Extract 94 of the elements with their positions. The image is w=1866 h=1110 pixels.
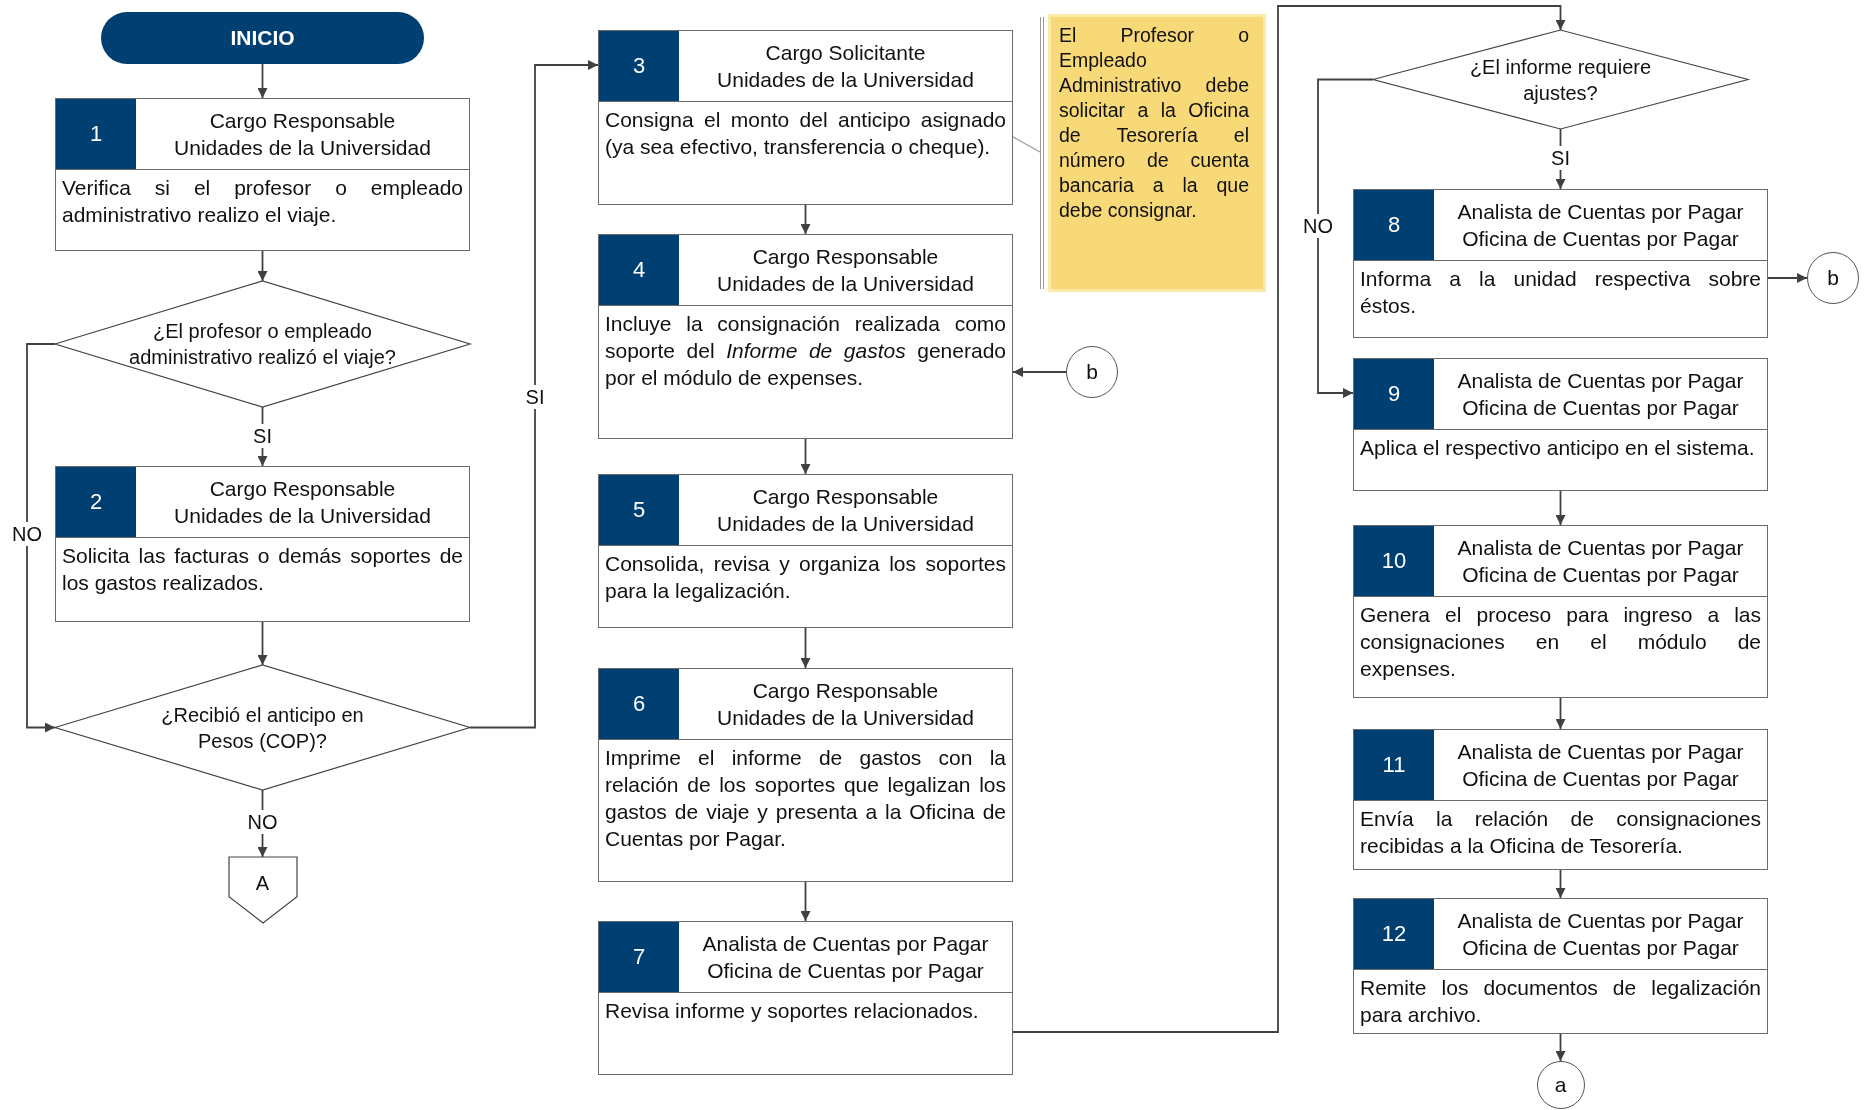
edge-label: SI	[1549, 146, 1572, 170]
process-box	[1353, 525, 1768, 698]
step-description: Imprime el informe de gastos con la relación de los soportes que legalizan los gastos de viaje y presenta a la Oficina de Cuentas por Pagar.	[604, 745, 1007, 852]
role-heading: Oficina de Cuentas por Pagar	[1462, 395, 1739, 421]
arrow	[257, 250, 268, 282]
role-heading: Unidades de la Universidad	[717, 705, 974, 731]
role-heading: Cargo Solicitante	[765, 40, 926, 66]
step-description: Consolida, revisa y organiza los soportes para la legalización.	[604, 551, 1007, 604]
role-heading: Analista de Cuentas por Pagar	[1457, 368, 1744, 394]
process-box	[598, 668, 1013, 882]
step-number: 6	[599, 669, 679, 739]
connector-circle: a	[1536, 1061, 1585, 1109]
step-description: Envía la relación de consignaciones recibidas a la Oficina de Tesorería.	[1359, 806, 1762, 859]
arrow	[1012, 5, 1566, 1033]
role-heading: Cargo Responsable	[209, 476, 396, 502]
step-description: Consigna el monto del anticipo asignado (ya sea efectivo, transferencia o cheque).	[604, 107, 1007, 160]
step-description: Informa a la unidad respectiva sobre éstos.	[1359, 266, 1762, 319]
step-description: Revisa informe y soportes relacionados.	[604, 998, 980, 1024]
arrow	[1555, 490, 1566, 526]
arrow	[1555, 869, 1566, 899]
step-number: 1	[56, 99, 136, 169]
step-number: 9	[1354, 359, 1434, 429]
role-heading: Oficina de Cuentas por Pagar	[1462, 935, 1739, 961]
role-heading: Oficina de Cuentas por Pagar	[1462, 562, 1739, 588]
step-description: Incluye la consignación realizada como soporte del Informe de gastos generado por el módulo de expenses.	[604, 311, 1007, 391]
role-heading: Unidades de la Universidad	[174, 135, 431, 161]
process-box	[598, 30, 1013, 205]
process-box	[1353, 358, 1768, 491]
process-box	[55, 98, 470, 251]
leader-line	[1012, 136, 1041, 153]
arrow	[800, 204, 811, 235]
role-heading: Cargo Responsable	[752, 678, 939, 704]
arrow	[1012, 367, 1067, 377]
decision-diamond	[55, 665, 470, 790]
note-text: El Profesor o Empleado Administrativo debe solicitar a la Oficina de Tesorería el número de cuenta bancaria a la que debe consignar.	[1051, 17, 1263, 289]
edge-label: NO	[10, 522, 44, 546]
role-heading: Oficina de Cuentas por Pagar	[1462, 766, 1739, 792]
process-box	[598, 234, 1013, 439]
decision-diamond	[55, 281, 470, 407]
role-heading: Unidades de la Universidad	[174, 503, 431, 529]
decision-text: ¿El informe requiere ajustes?	[1468, 54, 1653, 106]
role-heading: Analista de Cuentas por Pagar	[1457, 199, 1744, 225]
start-terminal: INICIO	[101, 12, 424, 64]
arrow	[469, 60, 599, 729]
step-number: 7	[599, 922, 679, 992]
step-number: 8	[1354, 190, 1434, 260]
role-heading: Analista de Cuentas por Pagar	[1457, 535, 1744, 561]
arrow	[257, 63, 268, 99]
step-number: 12	[1354, 899, 1434, 969]
step-number: 3	[599, 31, 679, 101]
arrow	[1767, 273, 1808, 283]
process-box	[1353, 729, 1768, 870]
step-description: Genera el proceso para ingreso a las consignaciones en el módulo de expenses.	[1359, 602, 1762, 682]
step-description: Solicita las facturas o demás soportes de los gastos realizados.	[61, 543, 464, 596]
role-heading: Cargo Responsable	[752, 244, 939, 270]
role-heading: Analista de Cuentas por Pagar	[702, 931, 989, 957]
role-heading: Cargo Responsable	[209, 108, 396, 134]
role-heading: Unidades de la Universidad	[717, 271, 974, 297]
arrow	[800, 881, 811, 922]
off-page-connector	[228, 857, 297, 923]
step-number: 4	[599, 235, 679, 305]
edge-label: NO	[1301, 214, 1335, 238]
arrow	[800, 438, 811, 475]
arrow	[1555, 1033, 1566, 1062]
role-heading: Cargo Responsable	[752, 484, 939, 510]
decision-diamond	[1373, 30, 1748, 129]
role-heading: Oficina de Cuentas por Pagar	[707, 958, 984, 984]
arrow	[800, 627, 811, 669]
step-number: 11	[1354, 730, 1434, 800]
arrow	[1555, 697, 1566, 730]
role-heading: Unidades de la Universidad	[717, 67, 974, 93]
step-number: 10	[1354, 526, 1434, 596]
decision-text: ¿Recibió el anticipo en Pesos (COP)?	[160, 702, 365, 754]
arrow	[26, 343, 56, 733]
step-description: Remite los documentos de legalización para archivo.	[1359, 975, 1762, 1028]
process-box	[598, 474, 1013, 628]
arrow	[257, 621, 268, 666]
step-description: Aplica el respectivo anticipo en el sistema.	[1359, 435, 1756, 461]
connector-circle: b	[1807, 252, 1859, 304]
connector-label: A	[255, 871, 270, 897]
role-heading: Analista de Cuentas por Pagar	[1457, 908, 1744, 934]
role-heading: Unidades de la Universidad	[717, 511, 974, 537]
process-box	[1353, 898, 1768, 1034]
step-description: Verifica si el profesor o empleado administrativo realizo el viaje.	[61, 175, 464, 228]
process-box	[1353, 189, 1768, 338]
process-box	[55, 466, 470, 622]
step-number: 5	[599, 475, 679, 545]
process-box	[598, 921, 1013, 1075]
step-number: 2	[56, 467, 136, 537]
role-heading: Oficina de Cuentas por Pagar	[1462, 226, 1739, 252]
connector-circle: b	[1066, 346, 1118, 398]
edge-label: SI	[251, 424, 274, 448]
role-heading: Analista de Cuentas por Pagar	[1457, 739, 1744, 765]
decision-text: ¿El profesor o empleado administrativo realizó el viaje?	[128, 319, 397, 370]
